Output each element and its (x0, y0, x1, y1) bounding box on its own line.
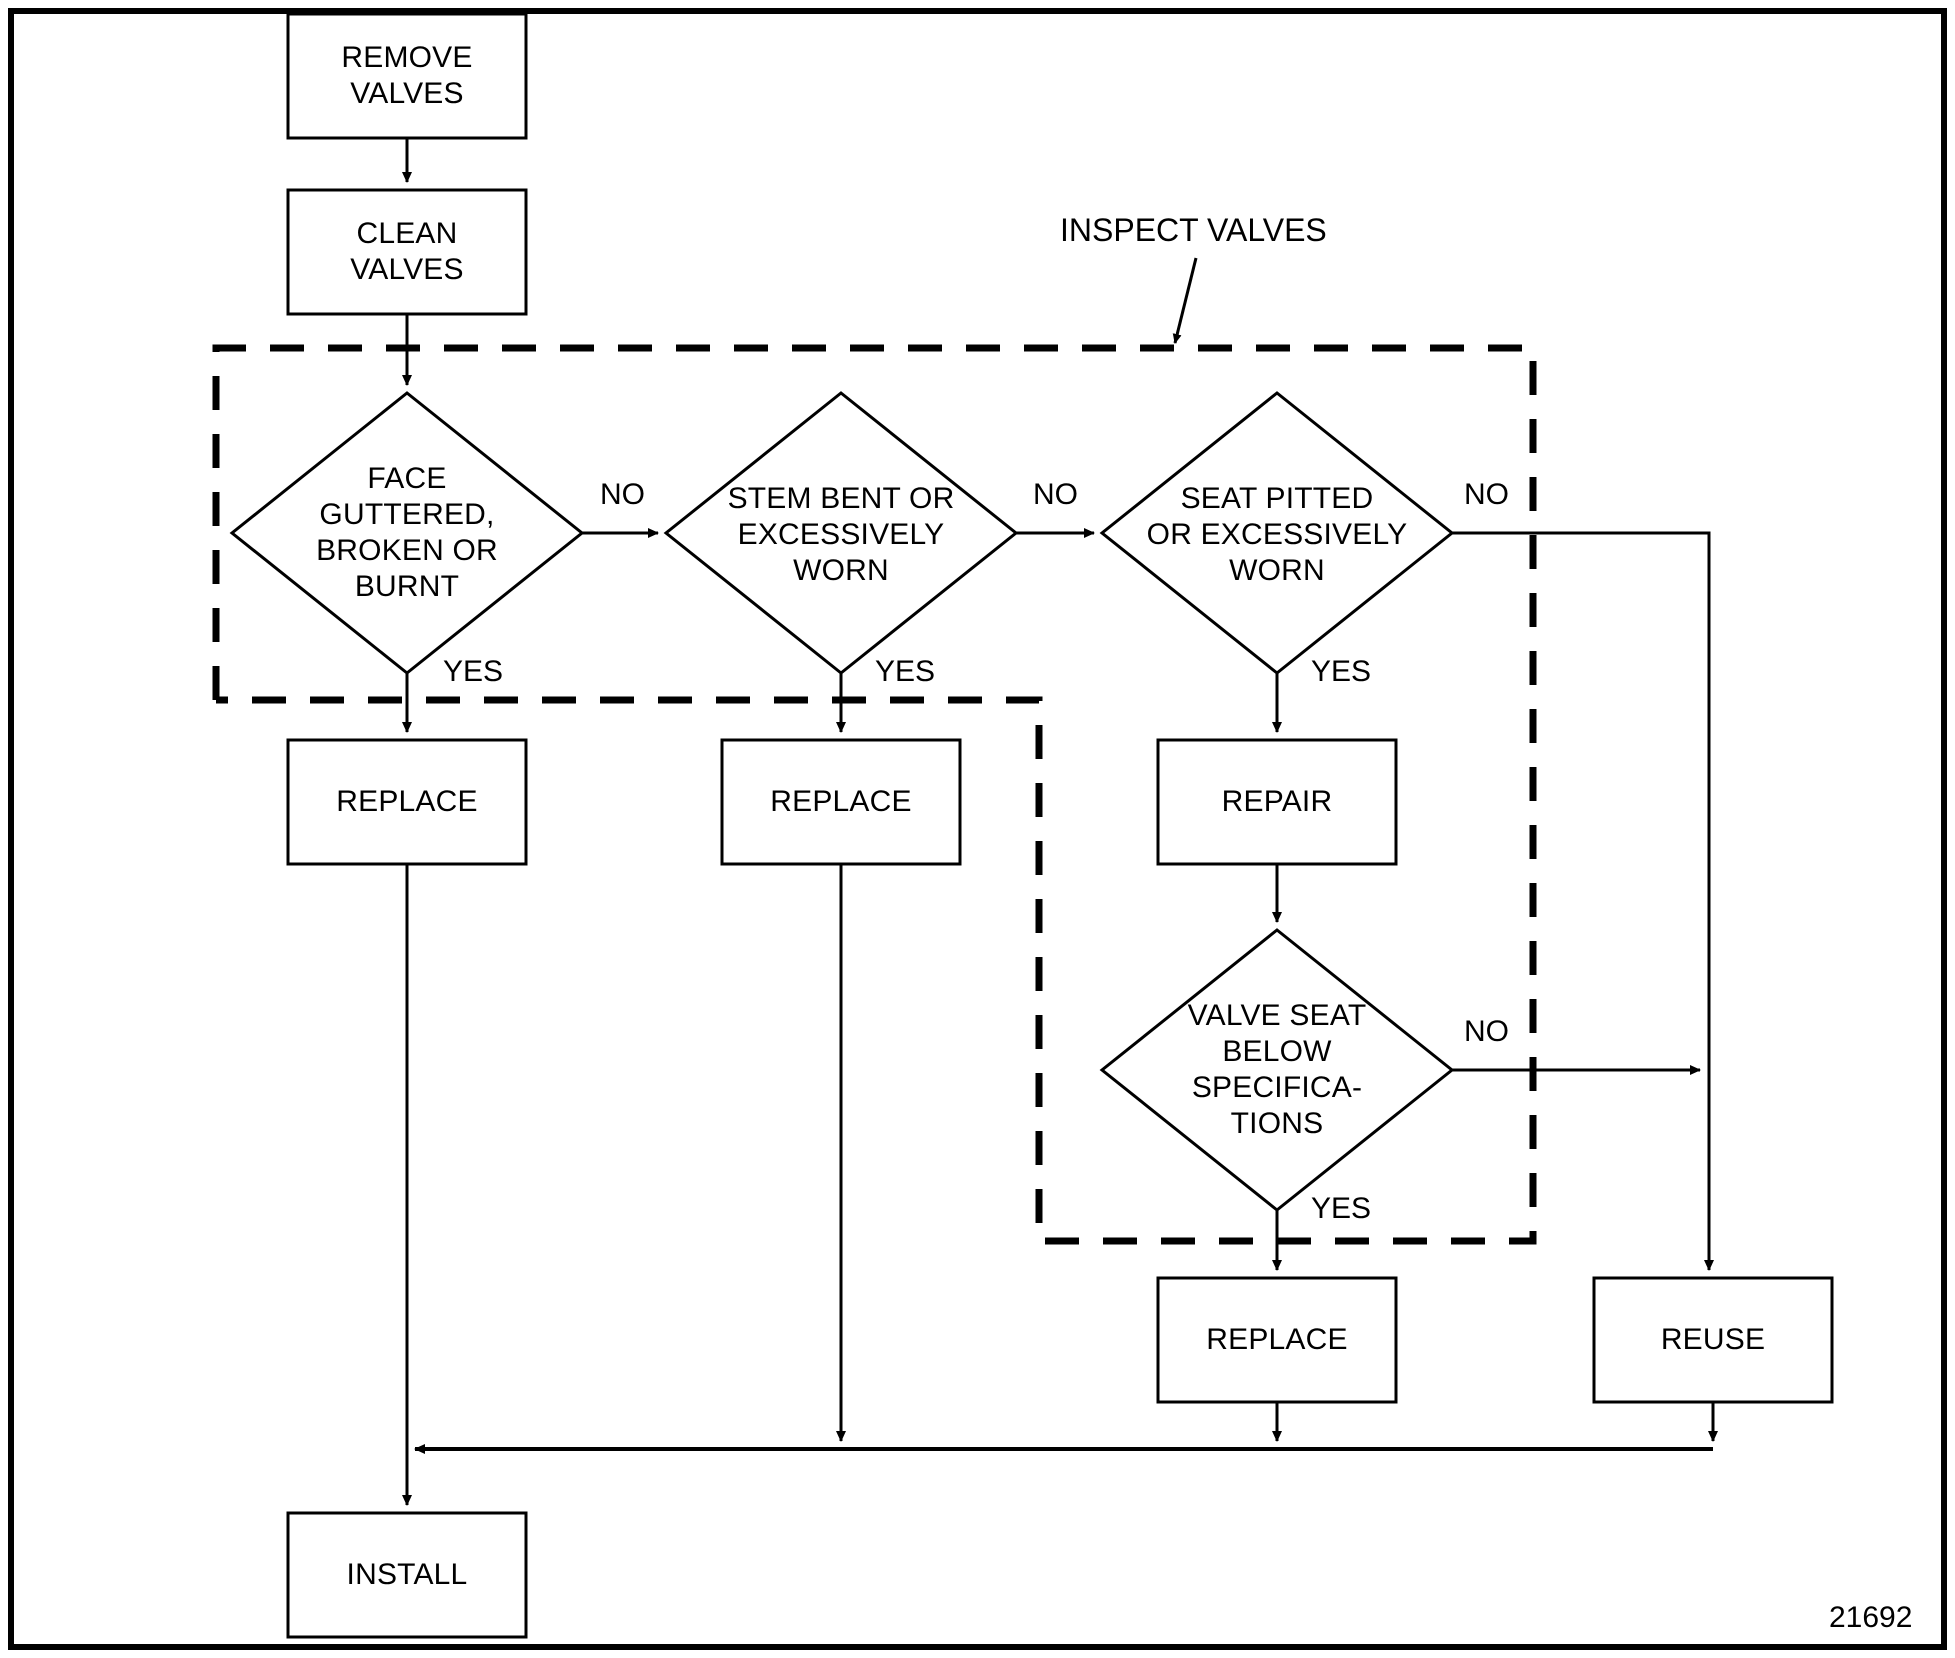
box-remove-valves (286, 12, 528, 140)
figure-id-number: 21692 (1829, 1601, 1913, 1634)
edge-label-spec-yes: YES (1311, 1192, 1372, 1225)
edge-label-stem-yes: YES (875, 655, 936, 688)
box-replace-face (286, 738, 528, 866)
box-clean-valves (286, 188, 528, 316)
edge-label-stem-no: NO (1033, 478, 1078, 511)
box-repair-seat (1156, 738, 1398, 866)
diamond-seat-pitted (1099, 391, 1455, 675)
diamond-face-guttered (229, 391, 585, 675)
inspect-valves-callout-label: INSPECT VALVES (1060, 212, 1327, 248)
edge-label-face-no: NO (600, 478, 645, 511)
callout-leader-line (1172, 257, 1198, 344)
box-install (286, 1511, 528, 1639)
edge-label-seat-yes: YES (1311, 655, 1372, 688)
box-replace-stem (720, 738, 962, 866)
figure-border (8, 8, 1947, 1650)
edge-label-seat-no: NO (1464, 478, 1509, 511)
diamond-stem-bent (663, 391, 1019, 675)
edge-seat-no (1452, 531, 1714, 1271)
diamond-valve-seat-spec (1099, 928, 1455, 1212)
edge-label-spec-no: NO (1464, 1015, 1509, 1048)
inspect-valves-dashed-region (212, 344, 1537, 1245)
box-replace-seat (1156, 1276, 1398, 1404)
box-reuse (1592, 1276, 1834, 1404)
edge-label-face-yes: YES (443, 655, 504, 688)
